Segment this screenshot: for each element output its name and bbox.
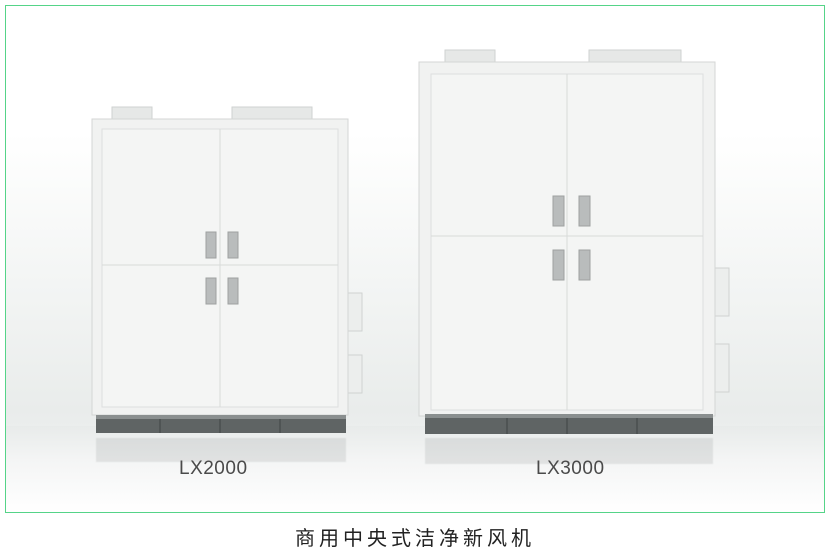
- lx2000-model-label: LX2000: [179, 458, 248, 479]
- lx3000-model-label: LX3000: [536, 458, 605, 479]
- lx3000-cabinet: [417, 46, 737, 441]
- lx2000-reflection: [96, 434, 352, 462]
- floor-gradient: [6, 426, 824, 512]
- lx3000-reflection: [425, 434, 715, 464]
- figure-caption: 商用中央式洁净新风机: [295, 526, 535, 550]
- lx2000-cabinet: [90, 103, 370, 441]
- product-showcase-frame: LX2000 LX3000: [5, 5, 825, 513]
